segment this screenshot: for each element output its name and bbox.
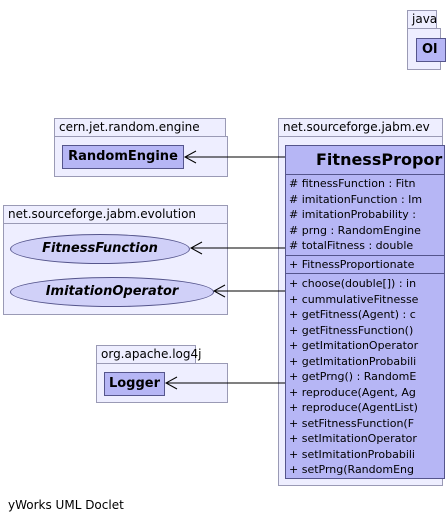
class-object: Ol: [416, 38, 446, 62]
package-label-java: java: [412, 12, 438, 26]
method-row: + choose(double[]) : in: [289, 277, 417, 290]
field-row: # imitationFunction : Im: [289, 192, 423, 206]
class-logger: Logger: [104, 372, 165, 396]
field-row: # imitationProbability :: [289, 208, 417, 221]
package-tab-random-engine: cern.jet.random.engine: [54, 118, 226, 137]
method-row: + getFitness(Agent) : c: [289, 308, 416, 321]
interface-imitation-operator: ImitationOperator: [10, 277, 214, 307]
package-label-log4j: org.apache.log4j: [101, 347, 202, 361]
constructor-row: + FitnessProportionate: [289, 257, 415, 271]
method-row: + setImitationOperator: [289, 432, 417, 445]
package-label-random-engine: cern.jet.random.engine: [59, 120, 200, 134]
arrow-to-fitness-function: [189, 241, 285, 255]
arrow-to-random-engine: [183, 150, 285, 164]
interface-imitation-operator-label: ImitationOperator: [45, 284, 179, 299]
field-row: # fitnessFunction : Fitn: [289, 177, 416, 190]
method-row: + reproduce(Agent, Ag: [289, 385, 416, 399]
interface-fitness-function: FitnessFunction: [10, 234, 190, 264]
fields-section: # fitnessFunction : Fitn # imitationFunc…: [286, 175, 444, 256]
constructors-section: + FitnessProportionate: [286, 256, 444, 274]
method-row: + cummulativeFitnesse: [289, 292, 419, 306]
package-java: Ol: [407, 28, 446, 70]
method-row: + setImitationProbabili: [289, 447, 415, 461]
class-fitness-proportionate: FitnessPropor # fitnessFunction : Fitn #…: [285, 145, 445, 479]
package-label-evolution: net.sourceforge.jabm.evolution: [8, 207, 197, 221]
package-tab-log4j: org.apache.log4j: [96, 345, 201, 364]
class-object-label: Ol: [422, 42, 438, 57]
method-row: + getPrng() : RandomE: [289, 370, 417, 383]
methods-section: + choose(double[]) : in + cummulativeFit…: [286, 274, 444, 478]
field-row: # totalFitness : double: [289, 239, 414, 252]
association-arrows: [164, 150, 285, 390]
footer-credit: yWorks UML Doclet: [8, 498, 124, 512]
arrow-to-imitation-operator: [212, 284, 285, 298]
class-logger-label: Logger: [108, 376, 161, 391]
method-row: + getFitnessFunction(): [289, 323, 414, 337]
class-title: FitnessPropor: [286, 146, 444, 175]
method-row: + getImitationOperator: [289, 339, 419, 352]
package-evolution: FitnessFunction ImitationOperator: [3, 223, 228, 315]
package-tab-main: net.sourceforge.jabm.ev: [278, 118, 443, 137]
method-row: + getImitationProbabili: [289, 354, 417, 368]
field-row: # prng : RandomEngine: [289, 223, 421, 237]
arrow-to-logger: [164, 376, 285, 390]
package-tab-evolution: net.sourceforge.jabm.evolution: [3, 205, 228, 224]
class-random-engine: RandomEngine: [62, 145, 184, 169]
package-label-main: net.sourceforge.jabm.ev: [283, 120, 430, 134]
method-row: + reproduce(AgentList): [289, 401, 418, 414]
method-row: + setPrng(RandomEng: [289, 463, 414, 476]
method-row: + setFitnessFunction(F: [289, 416, 415, 430]
package-tab-java: java: [407, 10, 437, 29]
interface-fitness-function-label: FitnessFunction: [42, 241, 158, 256]
class-random-engine-label: RandomEngine: [68, 149, 178, 164]
